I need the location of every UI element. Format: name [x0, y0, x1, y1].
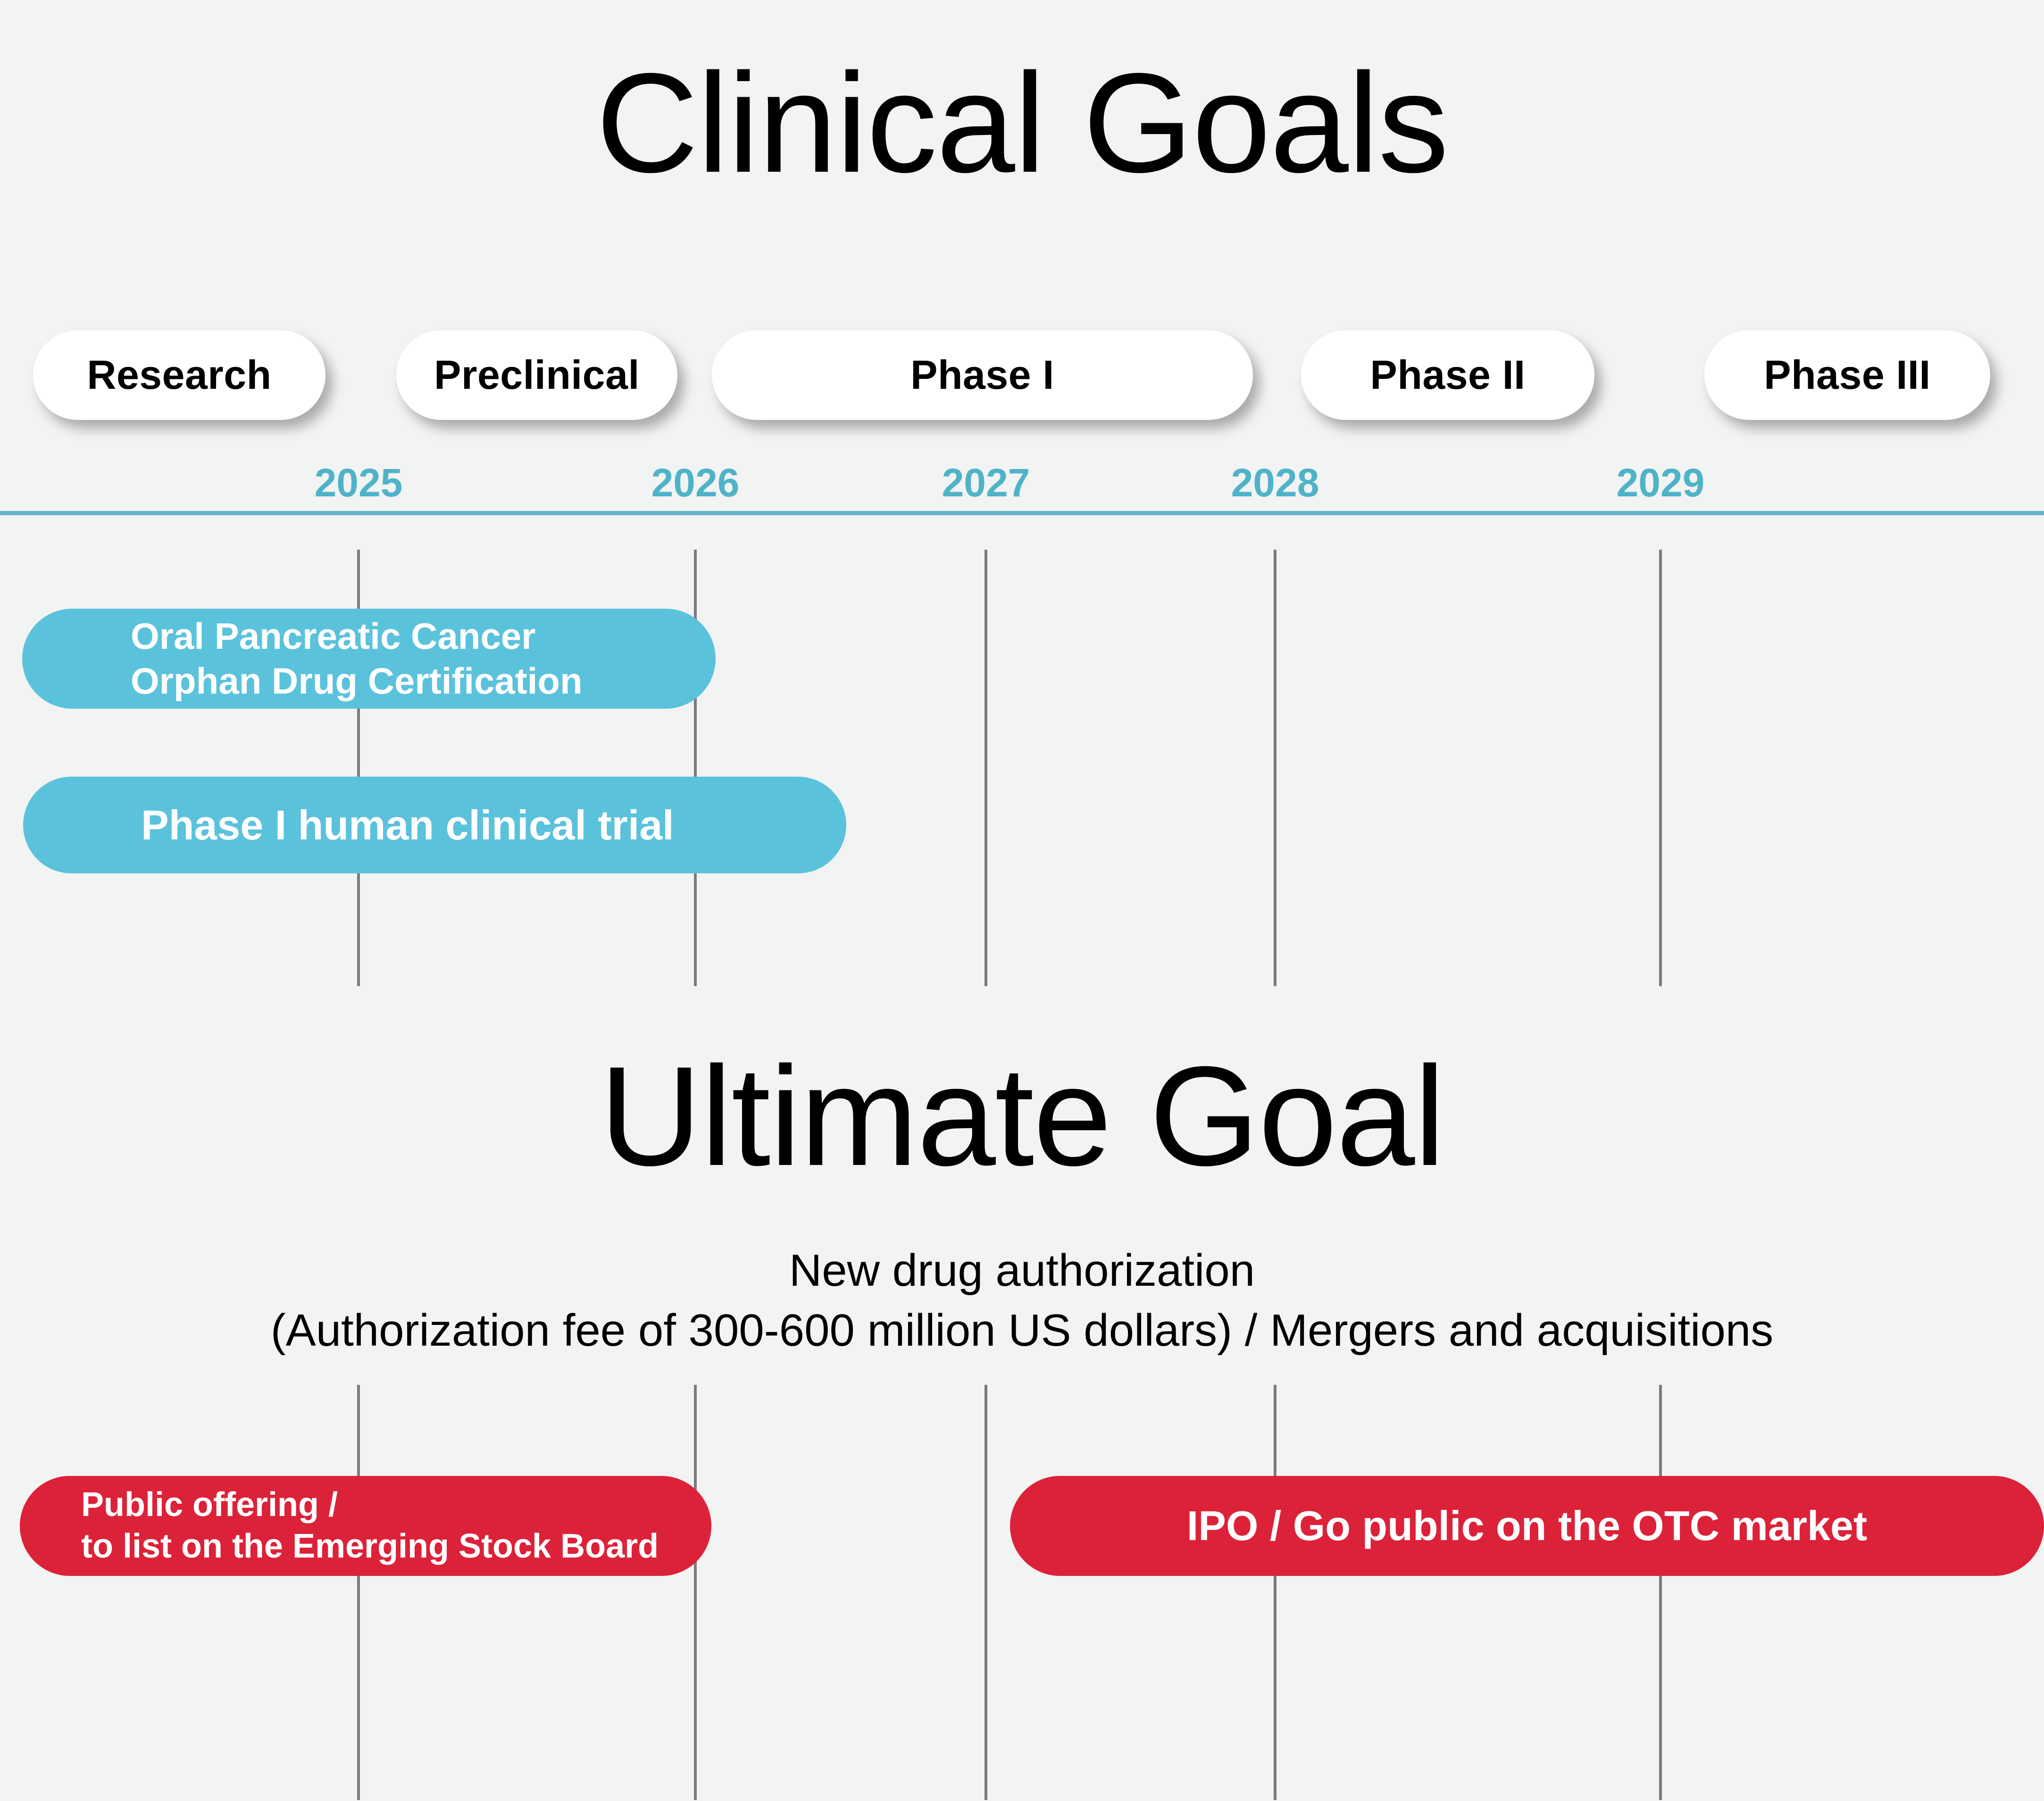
- year-tick-2028: 2028: [1231, 461, 1319, 505]
- gridline-2026-bottom: [694, 1385, 697, 1800]
- ultimate-goal-description: New drug authorization (Authorization fe…: [0, 1241, 2044, 1360]
- timeline-bar-phase-i-human-clinical-trial[interactable]: Phase I human clinical trial: [23, 777, 846, 873]
- ultimate-goal-line-2: (Authorization fee of 300-600 million US…: [270, 1305, 1774, 1356]
- phase-pill-preclinical[interactable]: Preclinical: [396, 330, 677, 420]
- timeline-axis-line: [0, 511, 2044, 515]
- timeline-bar-label: Phase I human clinical trial: [141, 801, 674, 848]
- gridline-2029-bottom: [1659, 1385, 1662, 1800]
- year-tick-2029: 2029: [1616, 461, 1705, 505]
- phase-pill-phase-ii[interactable]: Phase II: [1301, 330, 1594, 420]
- timeline-bar-public-offering[interactable]: Public offering / to list on the Emergin…: [20, 1476, 711, 1576]
- gridline-2027-top: [984, 550, 987, 986]
- phase-pill-label: Research: [87, 352, 272, 398]
- phase-pill-label: Phase III: [1764, 352, 1931, 398]
- gridline-2029-top: [1659, 550, 1662, 986]
- timeline-bar-oral-pancreatic-cancer[interactable]: Oral Pancreatic Cancer Orphan Drug Certi…: [22, 609, 716, 709]
- phase-pill-phase-i[interactable]: Phase I: [712, 330, 1253, 420]
- gridline-2027-bottom: [984, 1385, 987, 1800]
- phase-pill-label: Preclinical: [434, 352, 640, 398]
- ultimate-goal-line-1: New drug authorization: [789, 1245, 1255, 1296]
- gridline-2025-bottom: [357, 1385, 360, 1800]
- phase-pill-label: Phase I: [910, 352, 1054, 398]
- gridline-2028-top: [1274, 550, 1276, 986]
- phase-pill-phase-iii[interactable]: Phase III: [1704, 330, 1990, 420]
- timeline-bar-label: Oral Pancreatic Cancer Orphan Drug Certi…: [131, 615, 583, 702]
- gridline-2025-top: [357, 550, 360, 986]
- timeline-bar-ipo-otc-market[interactable]: IPO / Go public on the OTC market: [1010, 1476, 2044, 1576]
- phase-pill-research[interactable]: Research: [33, 330, 325, 420]
- gridline-2026-top: [694, 550, 697, 986]
- gridline-2028-bottom: [1274, 1385, 1276, 1800]
- timeline-bar-label: IPO / Go public on the OTC market: [1186, 1502, 1868, 1550]
- page-title-ultimate-goal: Ultimate Goal: [599, 1037, 1445, 1195]
- phase-pill-label: Phase II: [1370, 352, 1526, 398]
- year-tick-2026: 2026: [651, 461, 740, 505]
- year-tick-2027: 2027: [942, 461, 1030, 505]
- timeline-bar-label: Public offering / to list on the Emergin…: [81, 1486, 659, 1565]
- page-title-clinical-goals: Clinical Goals: [596, 43, 1449, 202]
- year-tick-2025: 2025: [314, 461, 403, 505]
